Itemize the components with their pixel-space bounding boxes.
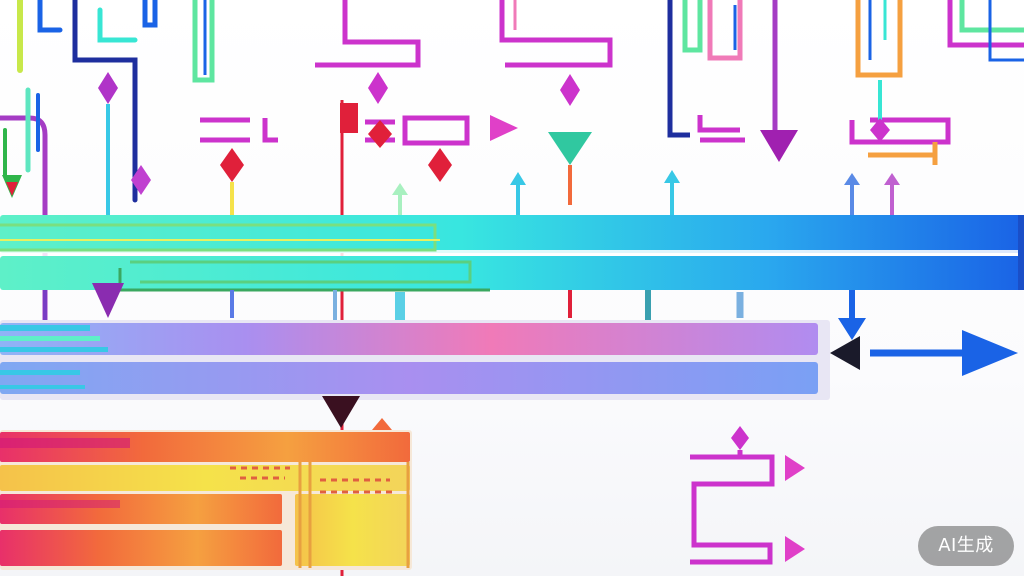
arrow-down-purple-icon <box>760 130 798 162</box>
ai-generated-watermark: AI生成 <box>918 526 1014 566</box>
arrow-up-violet-icon <box>884 173 900 185</box>
bracket-box-top-left <box>192 0 215 83</box>
diamond-red-3-icon <box>428 148 452 182</box>
diamond-red-2-icon <box>368 120 392 148</box>
top-left-branch-lines <box>0 0 158 398</box>
bracket-box-1 <box>315 0 421 68</box>
arrow-up-cyan-1-icon <box>510 172 526 185</box>
diamond-magenta-2-icon <box>560 74 580 106</box>
arrow-down-teal-icon <box>548 132 592 165</box>
diamond-violet-small-icon <box>131 165 151 195</box>
arrow-down-dark-icon <box>322 396 360 428</box>
arrow-up-orange-icon <box>372 418 392 430</box>
band-violet-pink <box>0 320 830 400</box>
bracket-box-4 <box>855 0 1024 78</box>
arrow-right-magenta-2-icon <box>785 455 805 481</box>
diamond-magenta-icon <box>368 72 388 104</box>
small-box-row <box>200 0 951 165</box>
arrow-down-red-icon <box>6 182 18 196</box>
diamond-red-1-icon <box>220 148 244 182</box>
arrow-right-magenta-3-icon <box>785 536 805 562</box>
arrow-up-green-icon <box>392 183 408 195</box>
arrow-down-purple-2-icon <box>92 283 124 318</box>
arrow-right-blue-icon <box>962 330 1018 376</box>
band-orange <box>0 430 412 570</box>
arrow-left-black-icon <box>830 336 860 370</box>
bracket-box-3 <box>682 0 743 61</box>
bracket-box-2 <box>499 0 613 68</box>
band-cyan-blue <box>0 215 1024 292</box>
arrow-up-blue-icon <box>844 173 860 185</box>
bracket-box-bottom-right <box>690 450 775 565</box>
diamond-pink-icon <box>870 118 890 142</box>
arrow-down-blue-icon <box>838 318 866 340</box>
diamond-magenta-3-icon <box>731 426 749 450</box>
arrow-right-magenta-icon <box>490 115 518 141</box>
diamond-violet-icon <box>98 72 118 104</box>
arrow-up-cyan-2-icon <box>664 170 680 183</box>
